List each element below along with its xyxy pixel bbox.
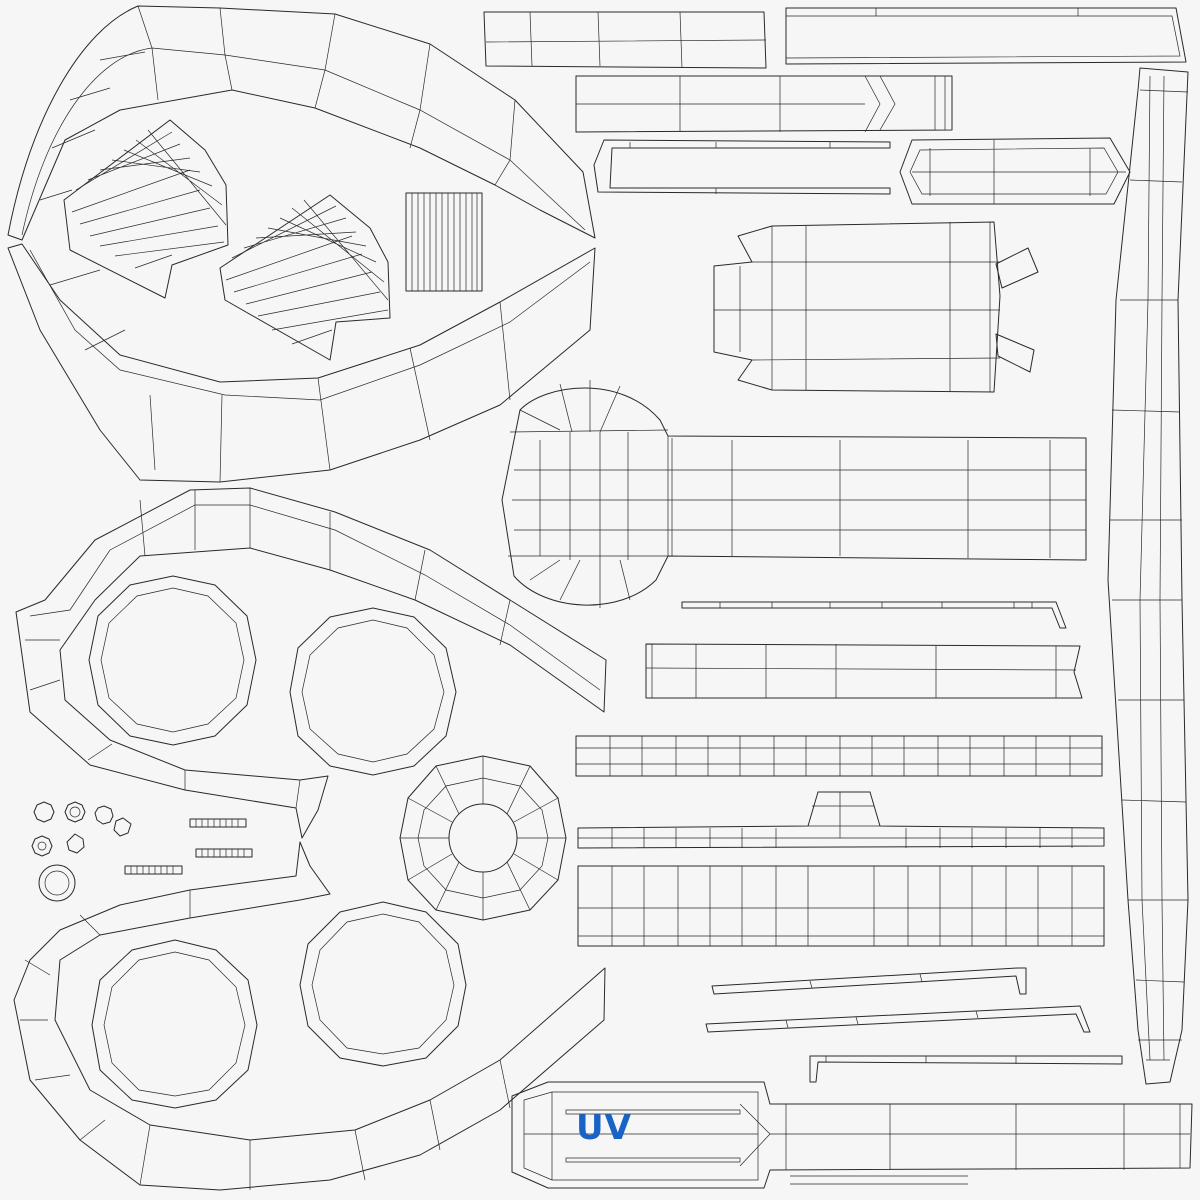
uv-island-striped-patch: [405, 192, 483, 292]
uv-island-box: [713, 221, 1039, 393]
uv-island-upper-shell: [7, 5, 596, 483]
uv-island-ring-2: [289, 607, 457, 776]
uv-island-lower-shell: [15, 487, 607, 839]
uv-island-ring-1: [88, 575, 257, 746]
uv-island-tall-column: [1107, 67, 1189, 1085]
uv-island-bottom-shell: [13, 841, 606, 1191]
uv-island-grid-panel: [577, 865, 1105, 947]
uv-island-beam: [575, 75, 953, 133]
uv-island-thin-rail-2: [809, 1055, 1123, 1083]
uv-island-thin-rail-1: [681, 601, 1067, 629]
uv-island-ring-3: [91, 939, 258, 1109]
uv-island-top-bar-1: [483, 11, 767, 69]
uv-island-hub-disc: [399, 755, 567, 921]
uv-island-grid-patch-left: [63, 119, 229, 299]
uv-island-hammerhead: [501, 380, 1087, 608]
uv-island-grid-strip-1: [575, 735, 1103, 777]
uv-island-grid-patch-right: [219, 194, 391, 361]
uv-island-small-parts: [31, 801, 253, 902]
uv-watermark-label: UV: [576, 1108, 632, 1148]
uv-island-diagonal-rail-2: [705, 1005, 1091, 1033]
uv-island-rail-1: [593, 139, 891, 195]
uv-island-ring-4: [299, 901, 467, 1067]
uv-island-rail-2: [899, 137, 1131, 205]
uv-island-tube: [645, 643, 1083, 699]
uv-island-diagonal-rail-1: [711, 967, 1027, 995]
uv-island-bracket-strip: [577, 791, 1105, 849]
uv-island-top-bar-2: [785, 7, 1187, 65]
uv-island-bottom-frame: [511, 1081, 1193, 1189]
